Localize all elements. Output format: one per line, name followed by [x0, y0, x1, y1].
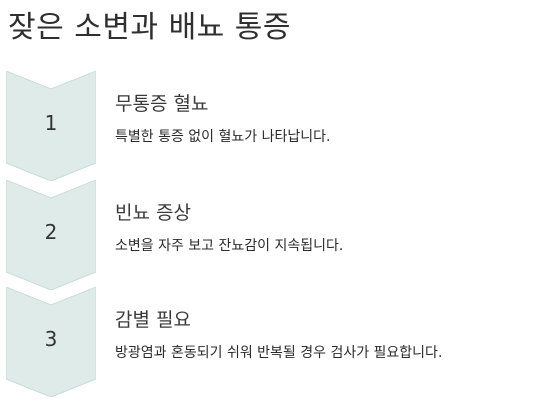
process-step-1: 1 무통증 혈뇨 특별한 통증 없이 혈뇨가 나타납니다.: [0, 71, 539, 181]
step-description-1: 특별한 통증 없이 혈뇨가 나타납니다.: [115, 129, 331, 145]
process-step-2: 2 빈뇨 증상 소변을 자주 보고 잔뇨감이 지속됩니다.: [0, 180, 539, 290]
chevron-shape-2: [6, 180, 96, 290]
step-number-3: 3: [44, 327, 58, 351]
step-heading-3: 감별 필요: [115, 309, 191, 331]
step-heading-1: 무통증 혈뇨: [115, 93, 209, 115]
step-description-2: 소변을 자주 보고 잔뇨감이 지속됩니다.: [115, 238, 344, 254]
step-heading-2: 빈뇨 증상: [115, 202, 191, 224]
step-number-2: 2: [44, 220, 58, 244]
chevron-shape-3: [6, 287, 96, 397]
process-step-3: 3 감별 필요 방광염과 혼동되기 쉬워 반복될 경우 검사가 필요합니다.: [0, 287, 539, 397]
chevron-shape-1: [6, 71, 96, 181]
step-number-1: 1: [44, 111, 58, 135]
page-title: 잦은 소변과 배뇨 통증: [8, 10, 292, 45]
step-description-3: 방광염과 혼동되기 쉬워 반복될 경우 검사가 필요합니다.: [115, 345, 443, 361]
